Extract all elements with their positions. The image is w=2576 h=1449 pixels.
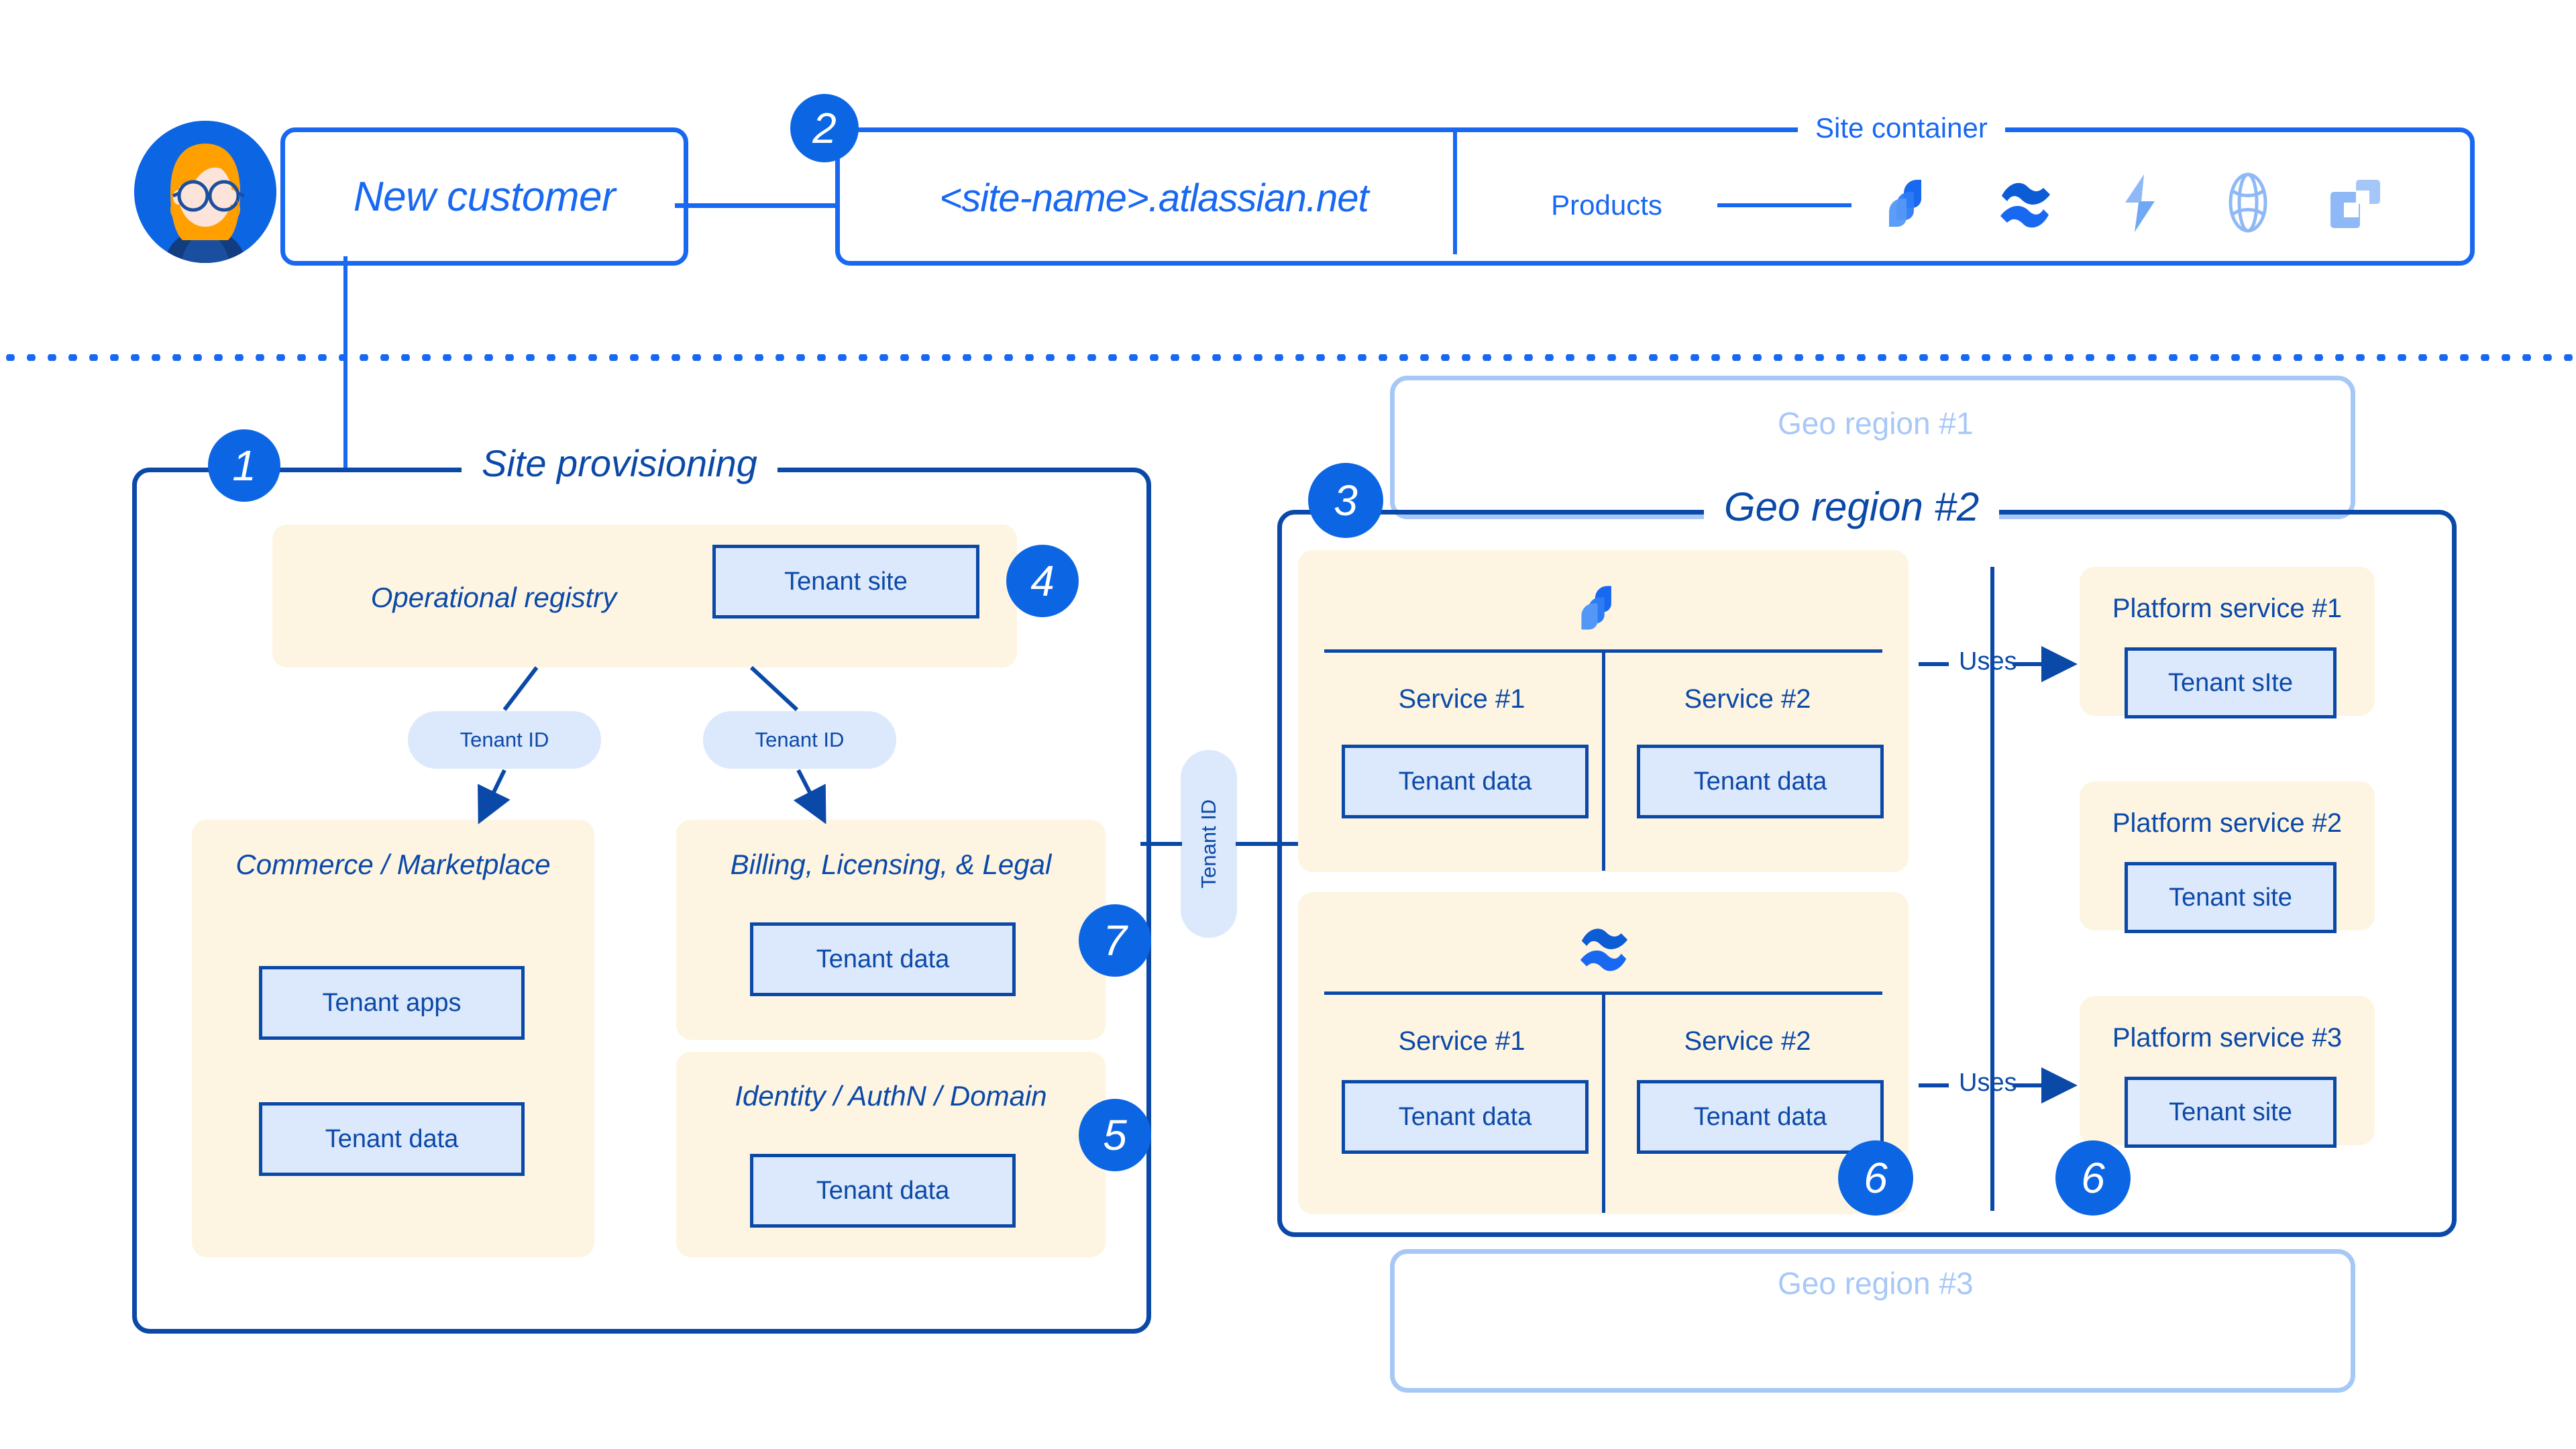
platform-service-1-box: Tenant sIte	[2125, 647, 2337, 718]
operational-registry-title-wrap: Operational registry	[272, 582, 715, 614]
site-name-label: <site-name>.atlassian.net	[939, 176, 1368, 220]
connector-customer-to-site	[675, 203, 840, 208]
platform-service-3-title: Platform service #3	[2112, 1023, 2343, 1053]
products-label: Products	[1551, 189, 1662, 221]
commerce-tenant-data-box: Tenant data	[259, 1102, 525, 1176]
site-container-caption: Site container	[1798, 114, 2005, 142]
platform-service-3-title-wrap: Platform service #3	[2080, 1023, 2375, 1053]
confluence-service-1-label: Service #1	[1398, 1026, 1525, 1056]
step-badge-2: 2	[790, 94, 859, 162]
platform-service-3-box: Tenant site	[2125, 1077, 2337, 1148]
geo-region-3-ghost-frame	[1390, 1249, 2355, 1393]
identity-authn-domain-title: Identity / AuthN / Domain	[735, 1080, 1047, 1112]
step-badge-7: 7	[1079, 904, 1151, 977]
billing-title-wrap: Billing, Licensing, & Legal	[676, 849, 1106, 881]
new-customer-box: New customer	[280, 127, 688, 266]
step-badge-4: 4	[1006, 545, 1079, 617]
confluence-service-1-label-wrap: Service #1	[1324, 1026, 1599, 1057]
above-below-line-separator	[0, 354, 2576, 361]
platform-service-1-title-wrap: Platform service #1	[2080, 594, 2375, 624]
confluence-group-icon	[1578, 924, 1630, 974]
platform-service-1-title: Platform service #1	[2112, 594, 2343, 623]
billing-tenant-data-box: Tenant data	[750, 922, 1016, 996]
site-box-divider	[1453, 129, 1457, 254]
connector-customer-to-provisioning	[343, 256, 347, 471]
confluence-service-2-label-wrap: Service #2	[1610, 1026, 1885, 1057]
commerce-marketplace-title-wrap: Commerce / Marketplace	[192, 849, 594, 881]
platform-service-2-title: Platform service #2	[2112, 808, 2343, 838]
operational-registry-title: Operational registry	[370, 582, 617, 613]
step-badge-3: 3	[1308, 463, 1383, 538]
uses-label-bottom: Uses	[1959, 1069, 2017, 1097]
commerce-marketplace-title: Commerce / Marketplace	[235, 849, 551, 880]
confluence-group-middle-rule	[1602, 991, 1605, 1213]
bridge-line-left	[1140, 842, 1182, 846]
product-icon-atlas-globe	[2219, 172, 2277, 233]
product-icon-jira-service-management	[2114, 173, 2164, 233]
product-icon-jira	[1884, 176, 1939, 231]
geo-region-1-title: Geo region #1	[1758, 408, 1994, 439]
site-container-box	[835, 127, 2475, 266]
geo-region-3-title: Geo region #3	[1758, 1268, 1994, 1299]
tenant-id-pill-right: Tenant ID	[703, 711, 896, 769]
operational-registry-tenant-site-box: Tenant site	[712, 545, 979, 619]
new-customer-label: New customer	[353, 173, 616, 220]
platform-service-2-box: Tenant site	[2125, 862, 2337, 933]
products-connector-rule	[1717, 203, 1851, 207]
step-badge-1: 1	[208, 429, 280, 502]
billing-licensing-legal-title: Billing, Licensing, & Legal	[730, 849, 1052, 880]
product-icon-bitbucket-squares	[2326, 176, 2384, 232]
identity-title-wrap: Identity / AuthN / Domain	[676, 1080, 1106, 1112]
geo-region-2-title: Geo region #2	[1704, 487, 2000, 527]
step-badge-6-left: 6	[1838, 1140, 1913, 1216]
confluence-service-1-tenant-data-box: Tenant data	[1342, 1080, 1589, 1154]
jira-group-icon	[1576, 582, 1627, 633]
identity-tenant-data-box: Tenant data	[750, 1154, 1016, 1228]
uses-label-top: Uses	[1959, 647, 2017, 676]
confluence-service-2-label: Service #2	[1684, 1026, 1811, 1056]
commerce-tenant-apps-box: Tenant apps	[259, 966, 525, 1040]
customer-avatar	[134, 121, 276, 263]
confluence-service-2-tenant-data-box: Tenant data	[1637, 1080, 1884, 1154]
jira-group-middle-rule	[1602, 649, 1605, 871]
step-badge-6-right: 6	[2055, 1140, 2131, 1216]
bridge-tenant-id-label: Tenant ID	[1197, 799, 1220, 889]
bridge-tenant-id-pill: Tenant ID	[1181, 750, 1237, 938]
jira-service-1-label-wrap: Service #1	[1324, 684, 1599, 714]
platform-service-2-title-wrap: Platform service #2	[2080, 808, 2375, 839]
site-provisioning-title: Site provisioning	[462, 445, 777, 482]
geo-region-2-internal-divider	[1990, 567, 1994, 1211]
jira-service-2-label-wrap: Service #2	[1610, 684, 1885, 714]
step-badge-5: 5	[1079, 1099, 1151, 1171]
jira-service-1-tenant-data-box: Tenant data	[1342, 745, 1589, 818]
tenant-id-pill-left: Tenant ID	[408, 711, 601, 769]
product-icon-confluence	[1998, 178, 2053, 231]
bridge-line-right	[1236, 842, 1335, 846]
jira-service-2-label: Service #2	[1684, 684, 1811, 714]
jira-service-1-label: Service #1	[1398, 684, 1525, 714]
jira-service-2-tenant-data-box: Tenant data	[1637, 745, 1884, 818]
